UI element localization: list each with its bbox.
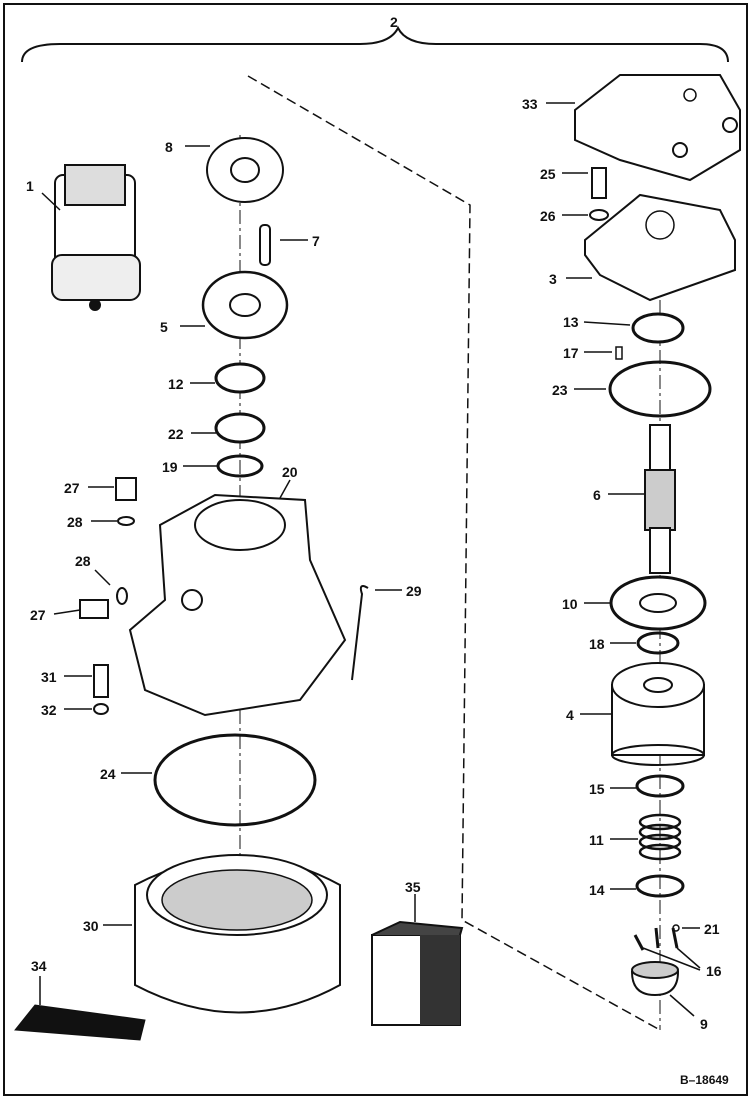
callout-2: 2 xyxy=(390,14,398,30)
callout-1: 1 xyxy=(26,178,34,194)
callout-14: 14 xyxy=(589,882,605,898)
plug-top-icon xyxy=(115,477,137,501)
callout-8: 8 xyxy=(165,139,173,155)
valve-block-icon xyxy=(574,74,741,182)
seal-top-icon xyxy=(117,516,135,526)
callout-25: 25 xyxy=(540,166,556,182)
callout-29: 29 xyxy=(406,583,422,599)
callout-9: 9 xyxy=(700,1016,708,1032)
callout-30: 30 xyxy=(83,918,99,934)
callout-27-side: 27 xyxy=(30,607,46,623)
callout-4: 4 xyxy=(566,707,574,723)
pin-icon xyxy=(615,346,623,360)
callout-10: 10 xyxy=(562,596,578,612)
dowel-pin-icon xyxy=(259,224,271,266)
figure-reference: B–18649 xyxy=(680,1073,729,1087)
plug-side-icon xyxy=(79,599,109,619)
callout-33: 33 xyxy=(522,96,538,112)
callout-19: 19 xyxy=(162,459,178,475)
callout-34: 34 xyxy=(31,958,47,974)
kit-box-icon xyxy=(371,920,464,1026)
bearing-icon xyxy=(631,312,685,344)
o-ring-icon xyxy=(608,360,712,418)
callout-18: 18 xyxy=(589,636,605,652)
callout-28-side: 28 xyxy=(75,553,91,569)
motor-cover-icon xyxy=(584,193,736,302)
decal-icon xyxy=(14,1004,146,1041)
callout-22: 22 xyxy=(168,426,184,442)
washer-icon xyxy=(589,209,609,221)
callout-26: 26 xyxy=(540,208,556,224)
spring-icon xyxy=(638,813,682,861)
callout-32: 32 xyxy=(41,702,57,718)
snap-ring-icon xyxy=(636,631,680,655)
leader-lines xyxy=(39,102,701,1017)
pins-icon xyxy=(633,927,679,951)
washer-ring-icon xyxy=(635,874,685,898)
dipstick-icon xyxy=(351,585,369,681)
housing-washer-icon xyxy=(93,703,109,715)
callout-24: 24 xyxy=(100,766,116,782)
motor-housing-icon xyxy=(128,493,347,717)
cylinder-block-icon xyxy=(611,662,705,766)
bolt-icon xyxy=(591,167,607,199)
callout-13: 13 xyxy=(563,314,579,330)
thrust-disc-icon xyxy=(201,270,289,340)
callout-20: 20 xyxy=(282,464,298,480)
callout-11: 11 xyxy=(589,832,604,848)
ring-gear-icon xyxy=(134,854,341,1014)
callout-28-top: 28 xyxy=(67,514,83,530)
drive-shaft-icon xyxy=(644,424,676,574)
callout-7: 7 xyxy=(312,233,320,249)
diagram-border xyxy=(3,3,748,1096)
callout-27-top: 27 xyxy=(64,480,80,496)
roller-bearing-icon xyxy=(214,362,266,394)
callout-16: 16 xyxy=(706,963,722,979)
callout-5: 5 xyxy=(160,319,168,335)
callout-35: 35 xyxy=(405,879,421,895)
callout-31: 31 xyxy=(41,669,57,685)
callout-15: 15 xyxy=(589,781,605,797)
valve-plate-icon xyxy=(206,137,284,203)
callout-3: 3 xyxy=(549,271,557,287)
large-o-ring-icon xyxy=(153,733,317,827)
group-brace xyxy=(21,25,729,63)
callout-12: 12 xyxy=(168,376,184,392)
retaining-ring-icon xyxy=(635,774,685,798)
assembly-dashed-frame xyxy=(247,75,661,1031)
swing-motor-assembly-icon xyxy=(51,164,141,311)
housing-bolt-icon xyxy=(93,664,109,698)
callout-17: 17 xyxy=(563,345,579,361)
needle-bearing-icon xyxy=(214,412,266,444)
callout-21: 21 xyxy=(704,921,720,937)
callout-23: 23 xyxy=(552,382,568,398)
callout-6: 6 xyxy=(593,487,601,503)
swash-plate-icon xyxy=(609,575,707,631)
seal-side-icon xyxy=(116,587,128,605)
